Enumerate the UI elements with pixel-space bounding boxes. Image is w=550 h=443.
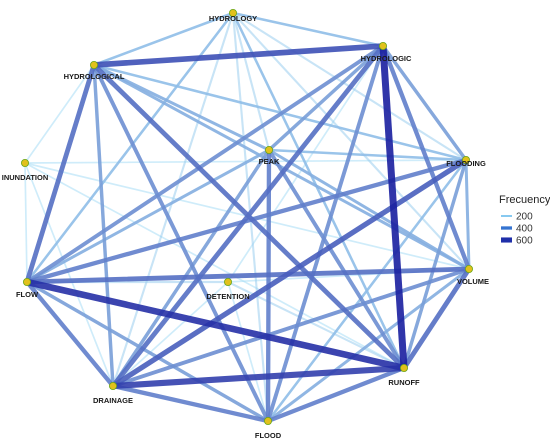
edge-hydrological-hydrologic xyxy=(91,43,386,68)
node-label-hydrological: HYDROLOGICAL xyxy=(64,72,125,81)
node-detention[interactable] xyxy=(223,277,232,286)
node-peak[interactable] xyxy=(264,145,273,154)
label-layer: HYDROLOGY HYDROLOGIC HYDROLOGICAL INUNDATIO… xyxy=(2,14,489,440)
edge-flow-flood xyxy=(25,280,270,423)
edge-runoff-volume xyxy=(401,266,472,371)
node-volume[interactable] xyxy=(464,264,473,273)
node-runoff[interactable] xyxy=(399,363,408,372)
node-label-inundation: INUNDATION xyxy=(2,173,49,182)
node-label-runoff: RUNOFF xyxy=(388,378,420,387)
node-flood[interactable] xyxy=(263,416,272,425)
edge-inundation-flow xyxy=(24,162,28,283)
edge-flow-drainage xyxy=(24,279,116,389)
edge-flooding-flood xyxy=(266,158,468,423)
edge-peak-drainage xyxy=(111,148,271,388)
node-hydrologic[interactable] xyxy=(378,42,387,51)
legend-label-600: 600 xyxy=(516,236,533,247)
node-label-volume: VOLUME xyxy=(457,277,489,286)
node-label-flood: FLOOD xyxy=(255,431,282,440)
edge-hydrology-drainage xyxy=(111,11,235,388)
edge-layer xyxy=(23,11,472,424)
legend-label-400: 400 xyxy=(516,224,533,235)
edge-drainage-volume xyxy=(111,267,471,388)
edge-drainage-runoff xyxy=(109,364,408,390)
edge-flow-runoff xyxy=(23,278,408,372)
edge-flood-runoff xyxy=(265,365,407,424)
edge-inundation-runoff xyxy=(24,162,405,369)
node-label-peak: PEAK xyxy=(259,157,280,166)
edge-peak-runoff xyxy=(267,148,406,370)
edge-flow-hydrological xyxy=(24,62,97,285)
edge-hydrological-drainage xyxy=(92,63,115,388)
node-label-detention: DETENTION xyxy=(206,292,249,301)
edge-hydrology-hydrological xyxy=(92,11,235,67)
edge-flooding-drainage xyxy=(110,157,469,389)
node-label-flooding: FLOODING xyxy=(446,159,486,168)
node-label-flow: FLOW xyxy=(16,290,39,299)
edge-hydrology-runoff xyxy=(231,11,406,370)
edge-flooding-runoff xyxy=(402,158,468,370)
node-label-hydrology: HYDROLOGY xyxy=(209,14,257,23)
edge-hydrology-flow xyxy=(25,11,235,284)
node-hydrology[interactable] xyxy=(228,8,237,17)
edge-hydrological-peak xyxy=(92,63,271,152)
node-hydrological[interactable] xyxy=(90,61,99,70)
edge-hydrologic-flooding xyxy=(381,44,468,162)
edge-flow-volume xyxy=(24,266,472,285)
edge-hydrologic-drainage xyxy=(110,43,386,389)
edge-hydrology-hydrologic xyxy=(231,11,385,48)
legend: Frecuency 200 400 600 xyxy=(499,194,550,247)
node-label-drainage: DRAINAGE xyxy=(93,396,133,405)
node-drainage[interactable] xyxy=(109,381,118,390)
legend-label-200: 200 xyxy=(516,212,533,223)
node-label-hydrologic: HYDROLOGIC xyxy=(361,54,412,63)
edge-hydrologic-peak xyxy=(267,44,385,152)
edge-hydrological-flood xyxy=(92,63,270,423)
edge-peak-volume xyxy=(267,148,471,271)
edge-hydrologic-flow xyxy=(25,44,385,284)
edge-volume-flood xyxy=(266,267,471,423)
edge-flooding-volume xyxy=(464,158,471,271)
edge-hydrologic-flood xyxy=(266,44,385,423)
edge-flow-peak xyxy=(25,148,271,284)
edge-hydrologic-runoff xyxy=(379,42,408,372)
legend-title: Frecuency xyxy=(499,194,550,206)
node-flow[interactable] xyxy=(22,277,31,286)
edge-drainage-flood xyxy=(110,383,271,424)
edge-inundation-drainage xyxy=(24,162,114,387)
edge-inundation-hydrological xyxy=(24,64,95,164)
edge-hydrologic-volume xyxy=(380,43,472,272)
node-inundation[interactable] xyxy=(20,158,29,167)
node-layer xyxy=(20,8,473,425)
node-flooding[interactable] xyxy=(461,155,470,164)
